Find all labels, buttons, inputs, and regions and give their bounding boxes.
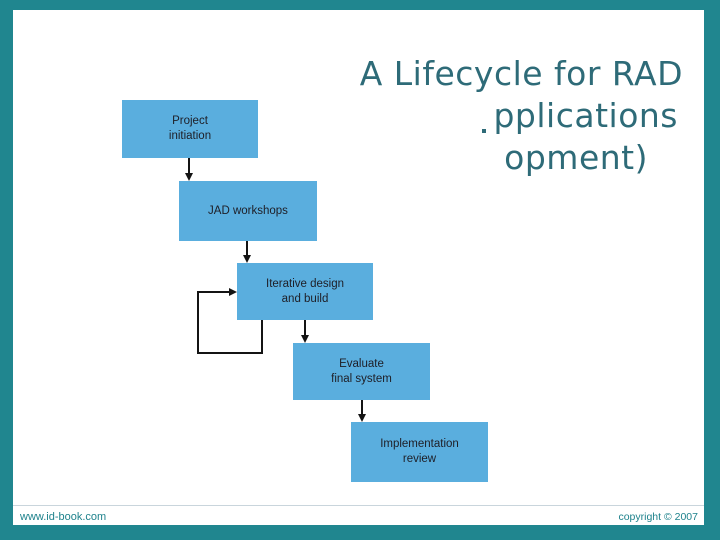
flow-box-jad-workshops: JAD workshops bbox=[179, 181, 317, 241]
arrow-iterative-to-evaluate bbox=[301, 320, 309, 343]
footer-copyright: copyright © 2007 bbox=[618, 511, 698, 523]
arrow-stem bbox=[188, 158, 190, 174]
arrowhead-down-icon bbox=[243, 255, 251, 263]
arrow-project-to-jad bbox=[185, 158, 193, 181]
arrow-evaluate-to-implementation bbox=[358, 400, 366, 422]
loop-segment-top bbox=[197, 291, 229, 293]
loop-segment-bottom bbox=[197, 352, 263, 354]
arrow-stem bbox=[304, 320, 306, 336]
arrowhead-down-icon bbox=[358, 414, 366, 422]
loop-segment-down bbox=[261, 320, 263, 354]
flow-box-evaluate-final-system: Evaluate final system bbox=[293, 343, 430, 400]
arrow-stem bbox=[361, 400, 363, 415]
arrow-stem bbox=[246, 241, 248, 256]
footer-url: www.id-book.com bbox=[20, 511, 107, 523]
flow-box-project-initiation: Project initiation bbox=[122, 100, 258, 158]
arrowhead-down-icon bbox=[301, 335, 309, 343]
footer-divider bbox=[13, 505, 704, 506]
slide-title-line-3: opment) bbox=[504, 138, 648, 177]
slide-content-area: A Lifecycle for RAD pplications opment) … bbox=[13, 10, 704, 525]
cropped-letter-fragment bbox=[482, 129, 486, 133]
slide-title-line-1: A Lifecycle for RAD bbox=[359, 54, 683, 93]
flow-box-iterative-design-and-build: Iterative design and build bbox=[237, 263, 373, 320]
loop-segment-left bbox=[197, 291, 199, 354]
arrowhead-right-icon bbox=[229, 288, 237, 296]
arrow-jad-to-iterative bbox=[243, 241, 251, 263]
slide-title-line-2: pplications bbox=[493, 96, 678, 135]
flow-box-implementation-review: Implementation review bbox=[351, 422, 488, 482]
arrowhead-down-icon bbox=[185, 173, 193, 181]
